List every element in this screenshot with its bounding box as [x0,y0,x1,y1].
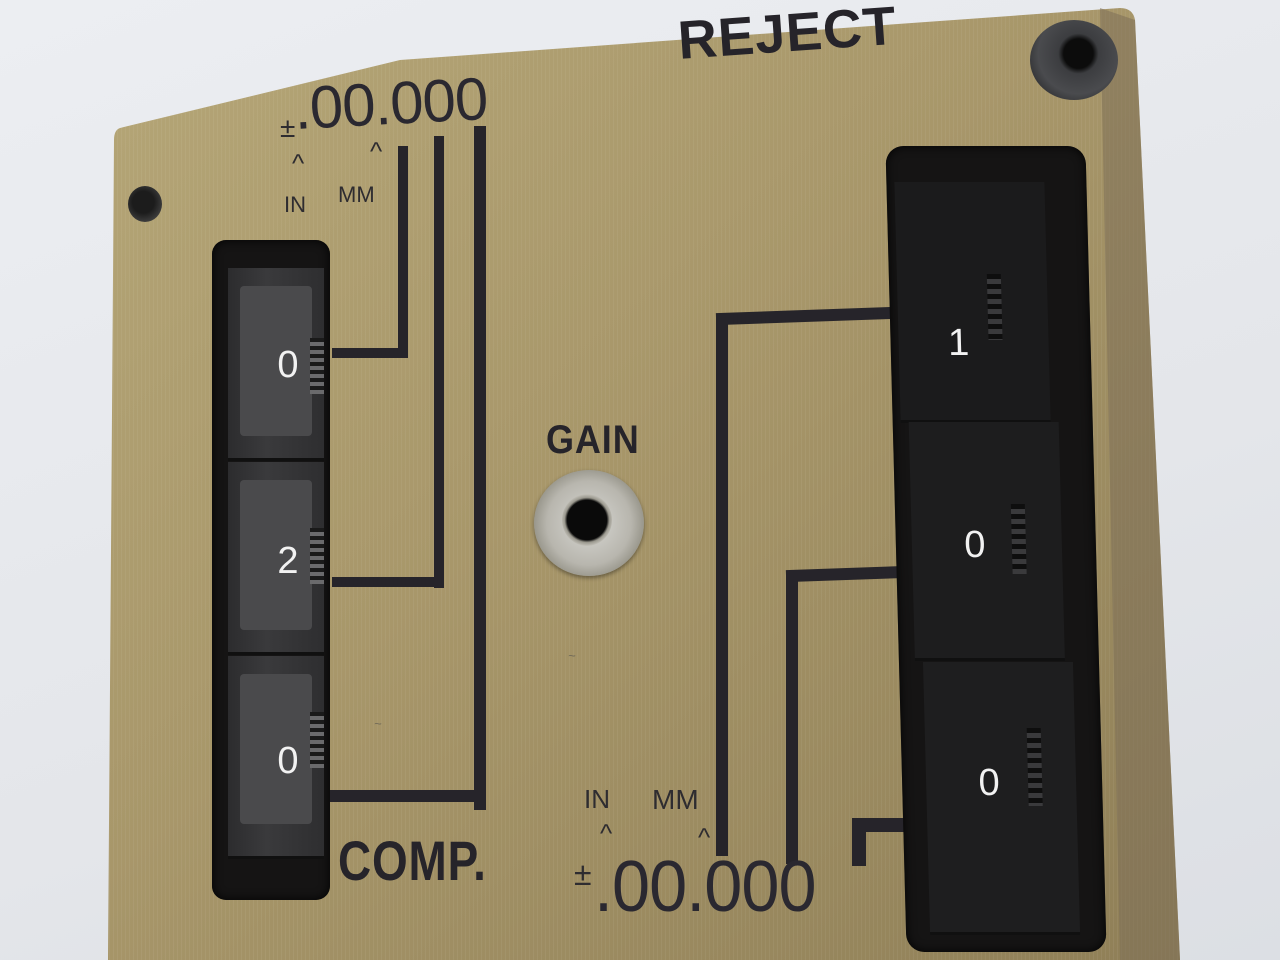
comp-mm-caret: ^ [370,136,383,166]
comp-leader-3-vertical [474,126,486,810]
comp-leader-1-vertical [398,146,408,358]
comp-digit-3: 0 [277,740,299,782]
reject-digit-1: 1 [947,322,970,364]
reject-leader-2-vertical [786,574,798,864]
gain-adjust-jack[interactable] [534,470,644,576]
comp-leader-2-horizontal [332,577,444,587]
reject-digit-3: 0 [977,762,1001,804]
comp-leader-1-horizontal [332,348,408,358]
comp-label: COMP. [338,829,487,892]
reject-thumbwheel-3[interactable]: 0 [922,662,1081,935]
reject-digit-2: 0 [963,524,987,566]
surface-scratch: ~ [568,648,576,663]
mounting-hole-left [128,186,162,222]
comp-scale-format: .00.000 [292,64,489,143]
gain-jack-hole-icon [562,494,612,546]
comp-mm-label: MM [338,182,375,207]
tick-marks-icon [1010,504,1027,574]
reject-mm-label: MM [652,784,699,815]
reject-thumbwheel-1[interactable]: 1 [894,182,1051,423]
tick-marks-icon [310,338,324,394]
surface-scratch: ~ [374,716,382,731]
tick-marks-icon [310,712,324,768]
comp-leader-3-horizontal [330,790,486,802]
tick-marks-icon [986,274,1003,340]
comp-digit-1: 0 [277,344,299,386]
comp-leader-2-vertical [434,136,444,588]
reject-in-label: IN [584,784,610,814]
comp-in-caret: ^ [292,148,305,178]
reject-switch-window: 1 0 0 [885,146,1107,952]
comp-thumbwheel-3[interactable]: 0 [228,656,324,859]
reject-leader-3-vertical [852,818,866,866]
reject-thumbwheel-2[interactable]: 0 [908,422,1065,661]
tick-marks-icon [310,528,324,584]
comp-thumbwheel-1[interactable]: 0 [228,268,324,461]
comp-in-label: IN [284,192,306,217]
comp-sign: ± [280,112,296,143]
reject-mm-caret: ^ [698,822,711,852]
comp-thumbwheel-2[interactable]: 2 [228,462,324,655]
reject-leader-1-vertical [716,318,728,856]
reject-in-caret: ^ [600,818,613,848]
reject-scale-format: .00.000 [594,847,817,927]
mounting-hole-right [1030,20,1118,100]
comp-switch-window: 0 2 0 [212,240,330,900]
reject-sign: ± [574,856,592,892]
comp-digit-2: 2 [277,540,299,582]
gain-label: GAIN [546,418,640,462]
tick-marks-icon [1026,728,1043,806]
